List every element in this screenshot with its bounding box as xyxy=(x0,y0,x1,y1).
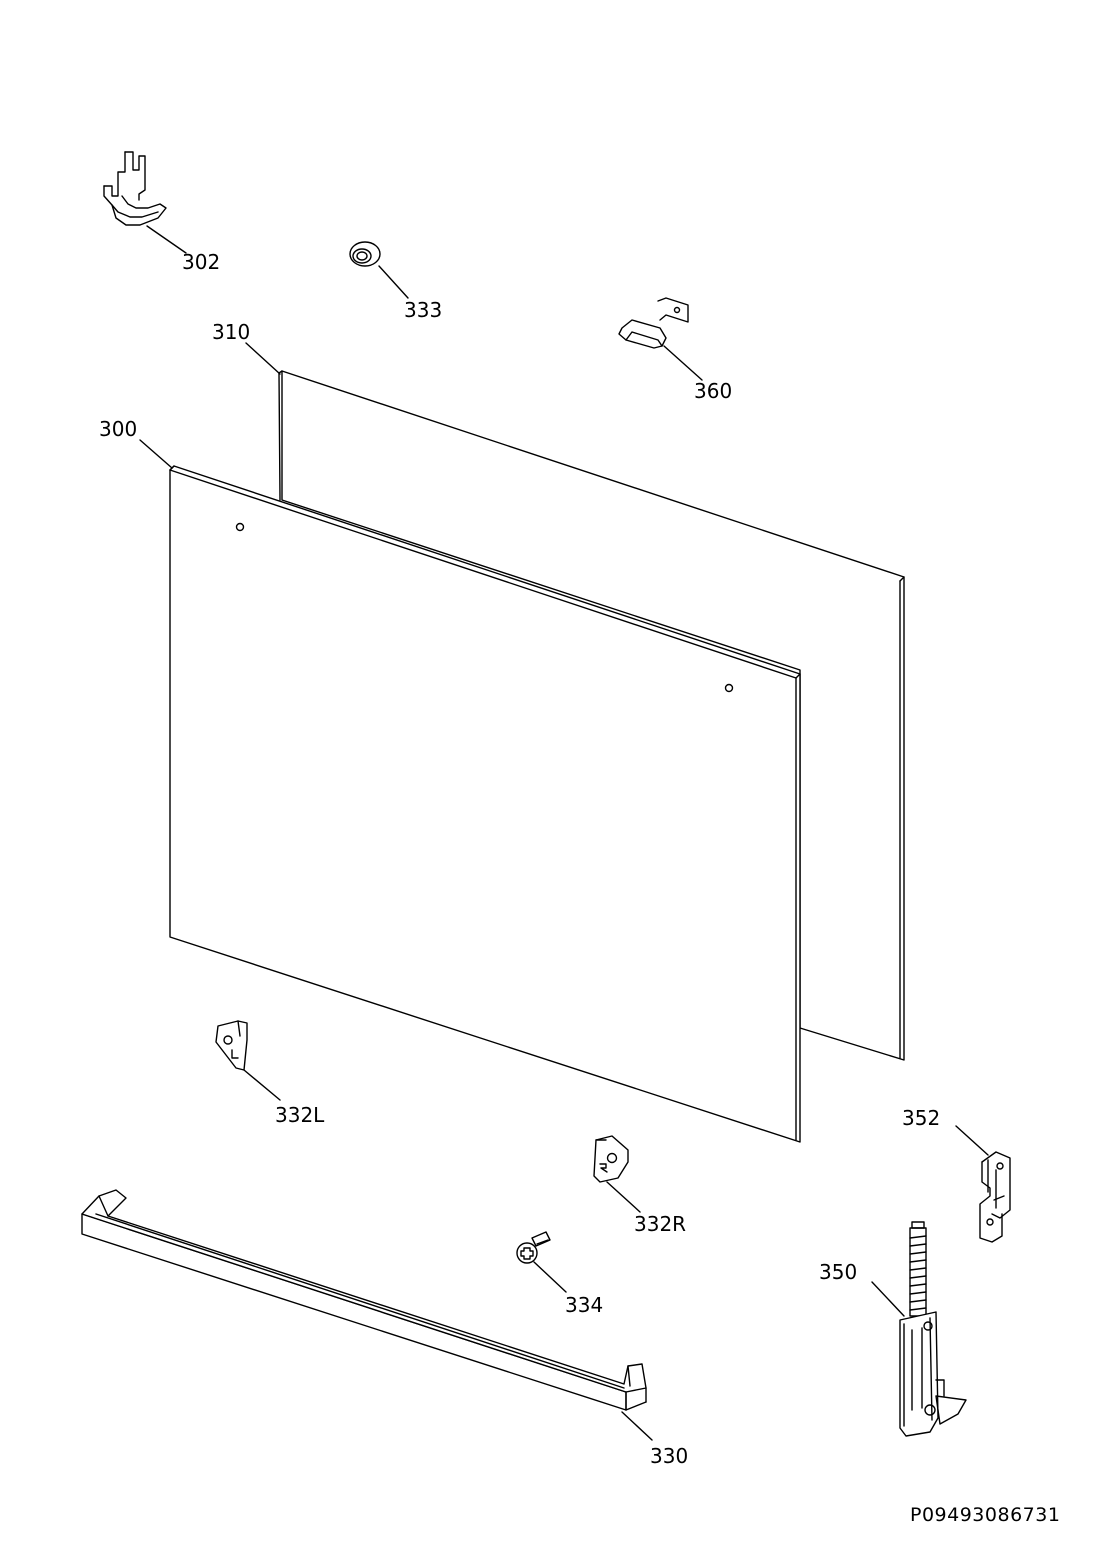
handle-bar-330-icon xyxy=(81,1189,653,1441)
document-id: P09493086731 xyxy=(910,1504,1061,1526)
leader-line-310 xyxy=(245,342,281,375)
grommet-333-icon xyxy=(349,241,409,299)
part-label-360: 360 xyxy=(694,379,733,403)
bracket-360-icon xyxy=(618,297,703,381)
part-label-300: 300 xyxy=(99,417,138,441)
part-label-334: 334 xyxy=(565,1293,604,1317)
clip-302-icon xyxy=(103,151,187,254)
part-label-310: 310 xyxy=(212,320,251,344)
leader-line-300 xyxy=(139,439,173,469)
part-label-302: 302 xyxy=(182,250,221,274)
part-label-350: 350 xyxy=(819,1260,858,1284)
part-label-352: 352 xyxy=(902,1106,941,1130)
part-label-330: 330 xyxy=(650,1444,689,1468)
part-label-332L: 332L xyxy=(275,1103,325,1127)
outer-glass-panel xyxy=(169,465,801,1143)
hinge-cover-332L-icon xyxy=(215,1020,281,1101)
hinge-cover-332R-icon xyxy=(593,1135,641,1213)
part-label-332R: 332R xyxy=(634,1212,687,1236)
hinge-receiver-352-icon xyxy=(955,1125,1011,1243)
screw-334-icon xyxy=(516,1231,567,1293)
hinge-350-icon xyxy=(871,1221,967,1437)
part-label-333: 333 xyxy=(404,298,443,322)
